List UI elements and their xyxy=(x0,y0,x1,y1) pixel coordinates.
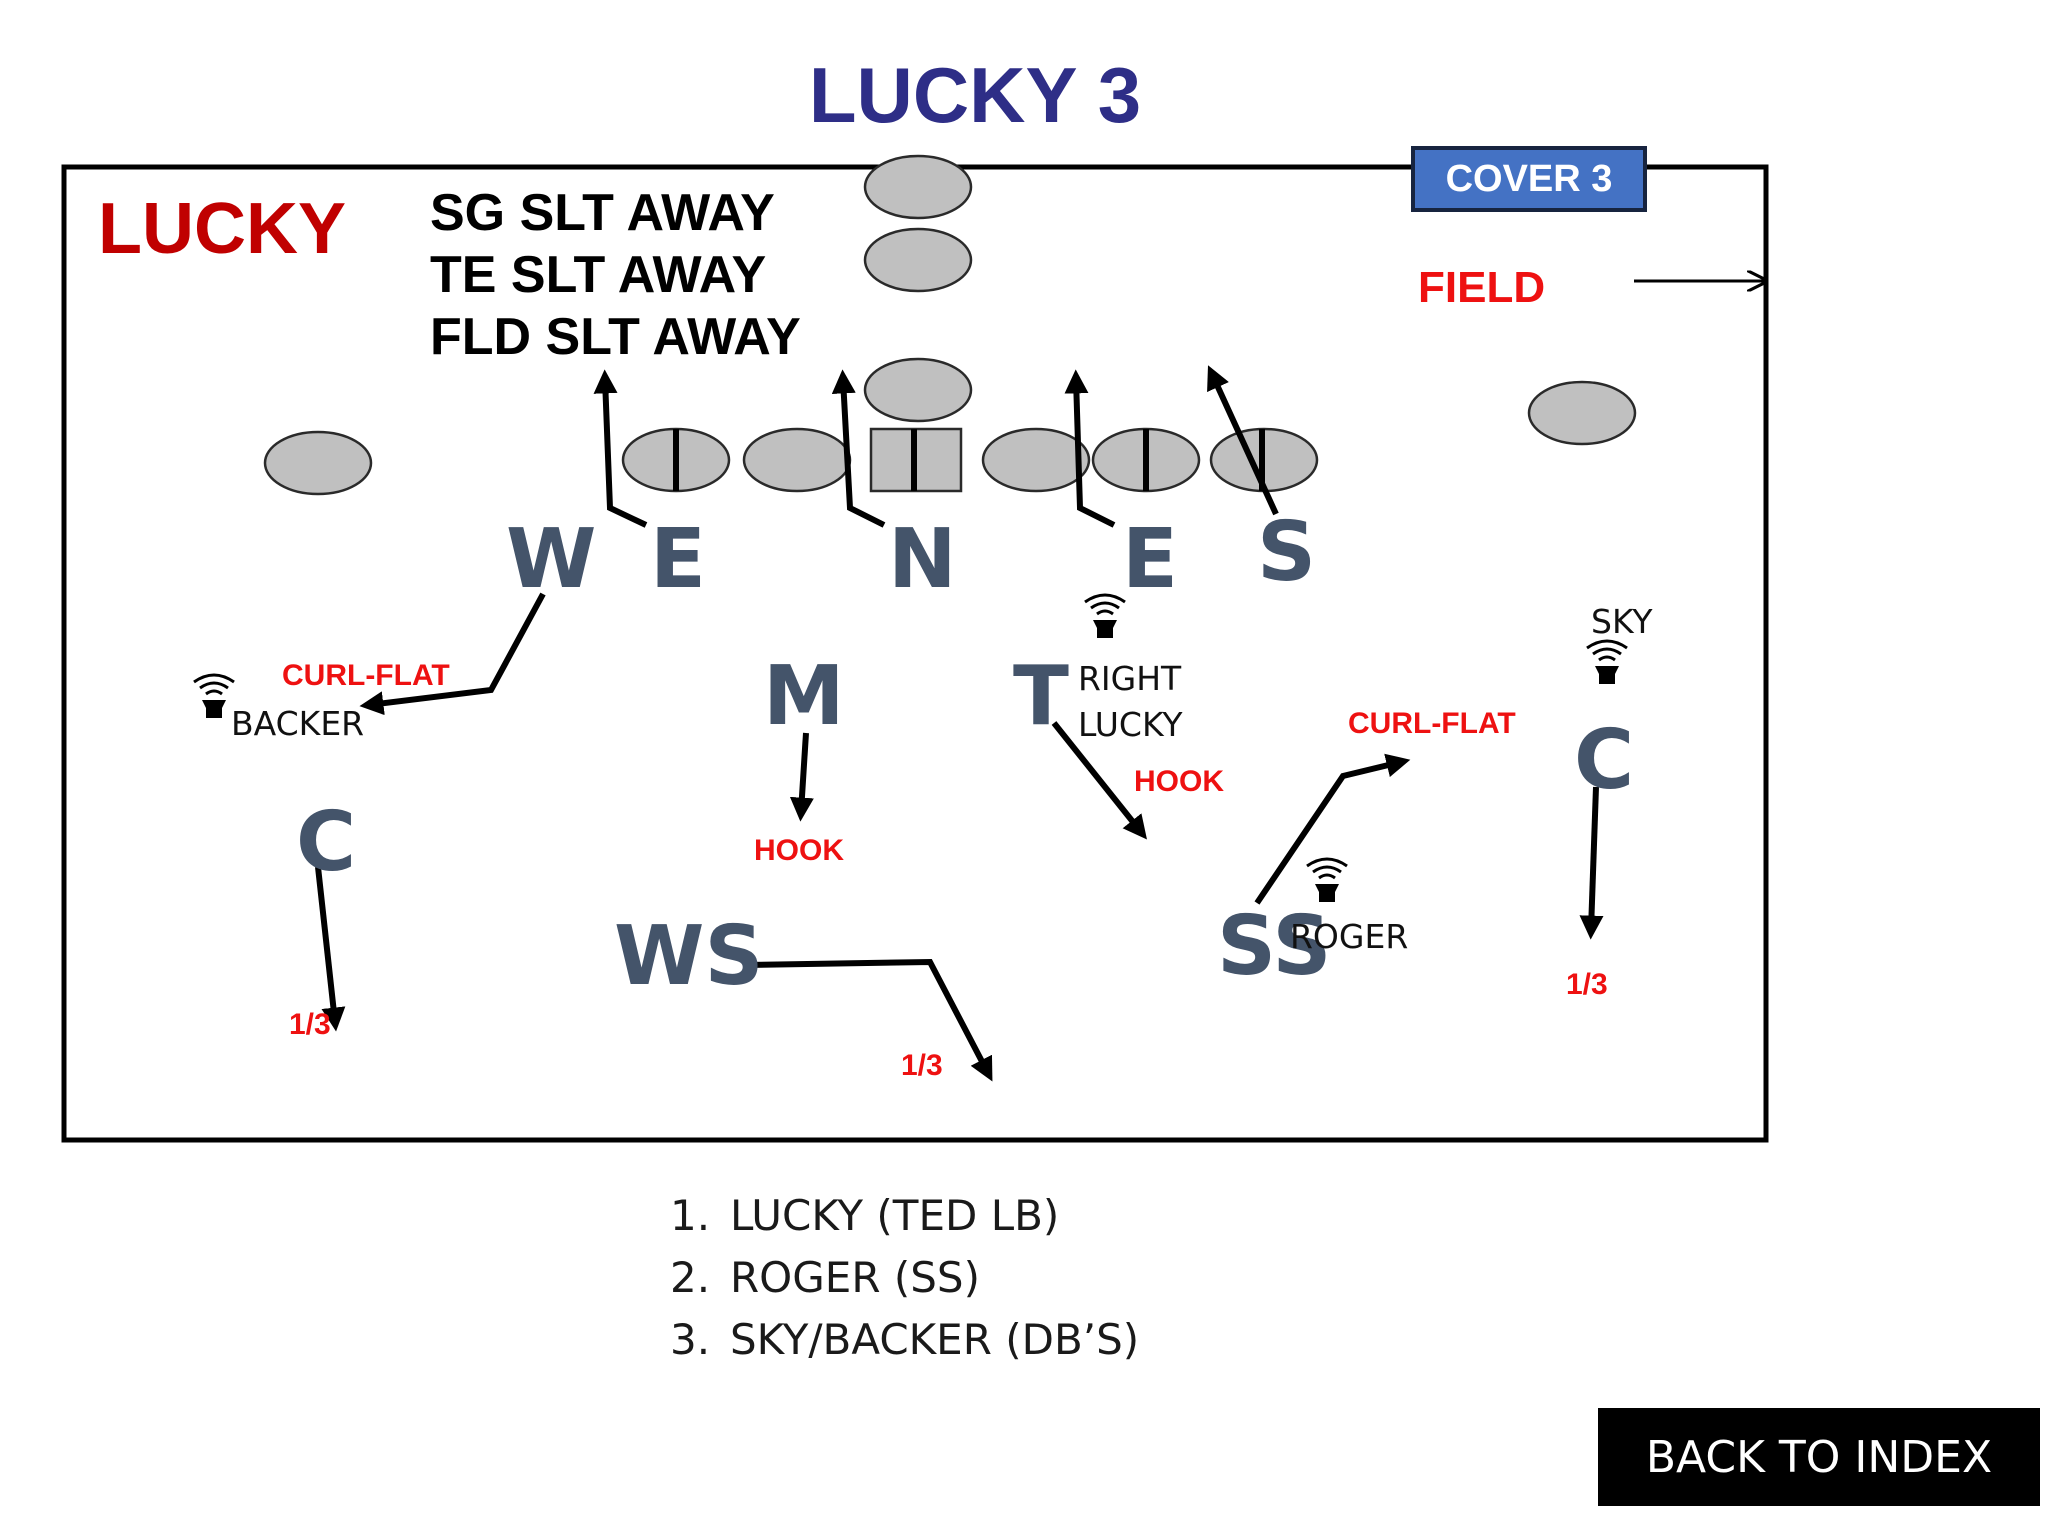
field-label: FIELD xyxy=(1418,263,1546,312)
call-line-1: SG SLT AWAY xyxy=(430,184,775,242)
slant-e-left xyxy=(593,369,648,528)
slant-n xyxy=(831,369,886,528)
play-name: LUCKY xyxy=(98,189,346,269)
defender-m: M xyxy=(763,649,845,744)
defender-n: N xyxy=(888,512,957,607)
horn-icon xyxy=(192,673,236,720)
call-line-3: FLD SLT AWAY xyxy=(430,308,801,366)
assignment-curl-flat-left: CURL-FLAT xyxy=(282,659,450,692)
route-w-curl-flat xyxy=(359,592,546,716)
route-c-right-third xyxy=(1579,786,1604,940)
list-item-text: LUCKY (TED LB) xyxy=(730,1191,1060,1240)
offense-guard-left xyxy=(742,427,852,493)
assignment-third-right: 1/3 xyxy=(1566,968,1608,1001)
list-item: 1. LUCKY (TED LB) xyxy=(670,1185,1139,1247)
route-t-hook xyxy=(1051,721,1147,840)
route-c-left-third xyxy=(315,866,346,1032)
horn-icon xyxy=(1083,593,1127,640)
offense-player-deep-1 xyxy=(863,154,973,220)
coverage-badge: COVER 3 xyxy=(1411,146,1647,212)
assignment-third-left: 1/3 xyxy=(289,1008,331,1041)
horn-icon xyxy=(1305,857,1349,904)
dline-slants xyxy=(593,365,1279,528)
technique-marks xyxy=(673,429,1265,491)
defender-ss: SS xyxy=(1217,899,1332,994)
list-item-number: 1. xyxy=(670,1191,711,1240)
call-line-2: TE SLT AWAY xyxy=(430,246,767,304)
call-lucky: LUCKY xyxy=(1078,705,1183,744)
defender-c-right: C xyxy=(1574,713,1635,808)
call-roger: ROGER xyxy=(1290,917,1409,956)
notes-list: 1. LUCKY (TED LB) 2. ROGER (SS) 3. SKY/B… xyxy=(670,1185,1139,1371)
defender-s: S xyxy=(1257,505,1317,600)
coverage-routes xyxy=(315,592,1604,1082)
defender-ws: WS xyxy=(614,909,764,1004)
page-title: LUCKY 3 xyxy=(808,51,1142,139)
assignment-hook-mid: HOOK xyxy=(754,834,844,867)
defender-e-left: E xyxy=(650,512,707,607)
assignment-curl-flat-right: CURL-FLAT xyxy=(1348,707,1516,740)
route-ss-curl-flat xyxy=(1254,753,1411,905)
defender-w: W xyxy=(506,512,597,607)
offense-flanker xyxy=(1527,380,1637,446)
assignment-hook-right: HOOK xyxy=(1134,765,1224,798)
list-item-number: 3. xyxy=(670,1315,711,1364)
call-backer: BACKER xyxy=(231,704,365,743)
route-m-hook xyxy=(789,732,814,822)
slant-s xyxy=(1207,365,1279,516)
defender-t: T xyxy=(1013,649,1069,744)
offense-split-end xyxy=(263,430,373,496)
call-right: RIGHT xyxy=(1078,659,1182,698)
offense-player-deep-2 xyxy=(863,227,973,293)
list-item-text: ROGER (SS) xyxy=(730,1253,980,1302)
list-item-number: 2. xyxy=(670,1253,711,1302)
list-item: 2. ROGER (SS) xyxy=(670,1247,1139,1309)
horn-icon xyxy=(1585,639,1629,686)
slant-e-right xyxy=(1064,369,1116,528)
assignment-third-mid: 1/3 xyxy=(901,1049,943,1082)
defender-e-right: E xyxy=(1122,512,1179,607)
defender-c-left: C xyxy=(296,795,357,890)
back-to-index-button[interactable]: BACK TO INDEX xyxy=(1598,1408,2040,1506)
route-ws-third xyxy=(743,958,993,1082)
list-item: 3. SKY/BACKER (DB’S) xyxy=(670,1309,1139,1371)
offense-guard-right xyxy=(981,427,1091,493)
call-sky: SKY xyxy=(1591,602,1653,641)
offense-player-back xyxy=(863,357,973,423)
list-item-text: SKY/BACKER (DB’S) xyxy=(730,1315,1140,1364)
